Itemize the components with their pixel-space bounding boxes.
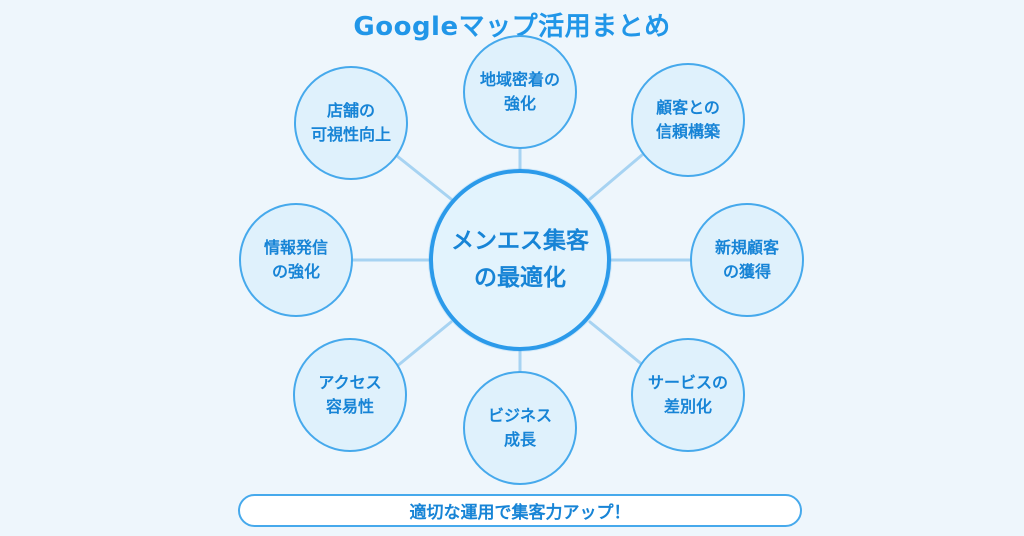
- center-node-line2: の最適化: [474, 265, 566, 291]
- center-node: メンエス集客 の最適化: [429, 169, 611, 351]
- node-differentiation: サービスの 差別化: [631, 338, 745, 452]
- node-access-line1: アクセス: [318, 373, 382, 392]
- node-new-customers-line2: の獲得: [722, 262, 771, 281]
- node-trust: 顧客との 信頼構築: [631, 63, 745, 177]
- node-visibility-line1: 店舗の: [326, 101, 375, 120]
- node-growth-line1: ビジネス: [487, 406, 552, 425]
- connector-line-visibility: [395, 154, 453, 201]
- connector-line-access: [394, 320, 453, 369]
- center-node-line1: メンエス集客: [451, 228, 589, 254]
- node-differentiation-line2: 差別化: [663, 397, 712, 416]
- node-info-line2: の強化: [271, 262, 320, 281]
- node-access: アクセス 容易性: [293, 338, 407, 452]
- node-visibility: 店舗の 可視性向上: [294, 66, 408, 180]
- node-growth-line2: 成長: [503, 430, 536, 449]
- node-local: 地域密着の 強化: [463, 35, 577, 149]
- connector-line-differentiation: [588, 320, 646, 368]
- connector-line-trust: [588, 153, 644, 201]
- node-visibility-line2: 可視性向上: [310, 125, 391, 144]
- node-local-line1: 地域密着の: [479, 70, 560, 89]
- node-new-customers-line1: 新規顧客: [714, 238, 779, 257]
- node-info: 情報発信 の強化: [239, 203, 353, 317]
- node-growth: ビジネス 成長: [463, 371, 577, 485]
- node-local-line2: 強化: [503, 94, 536, 113]
- node-new-customers: 新規顧客 の獲得: [690, 203, 804, 317]
- summary-banner-text: 適切な運用で集客力アップ！: [409, 503, 631, 523]
- node-info-line1: 情報発信: [263, 238, 328, 257]
- node-differentiation-line1: サービスの: [647, 373, 728, 392]
- node-access-line2: 容易性: [325, 397, 374, 416]
- node-trust-line1: 顧客との: [656, 98, 720, 117]
- node-trust-line2: 信頼構築: [655, 122, 720, 141]
- summary-banner: 適切な運用で集客力アップ！: [238, 494, 802, 527]
